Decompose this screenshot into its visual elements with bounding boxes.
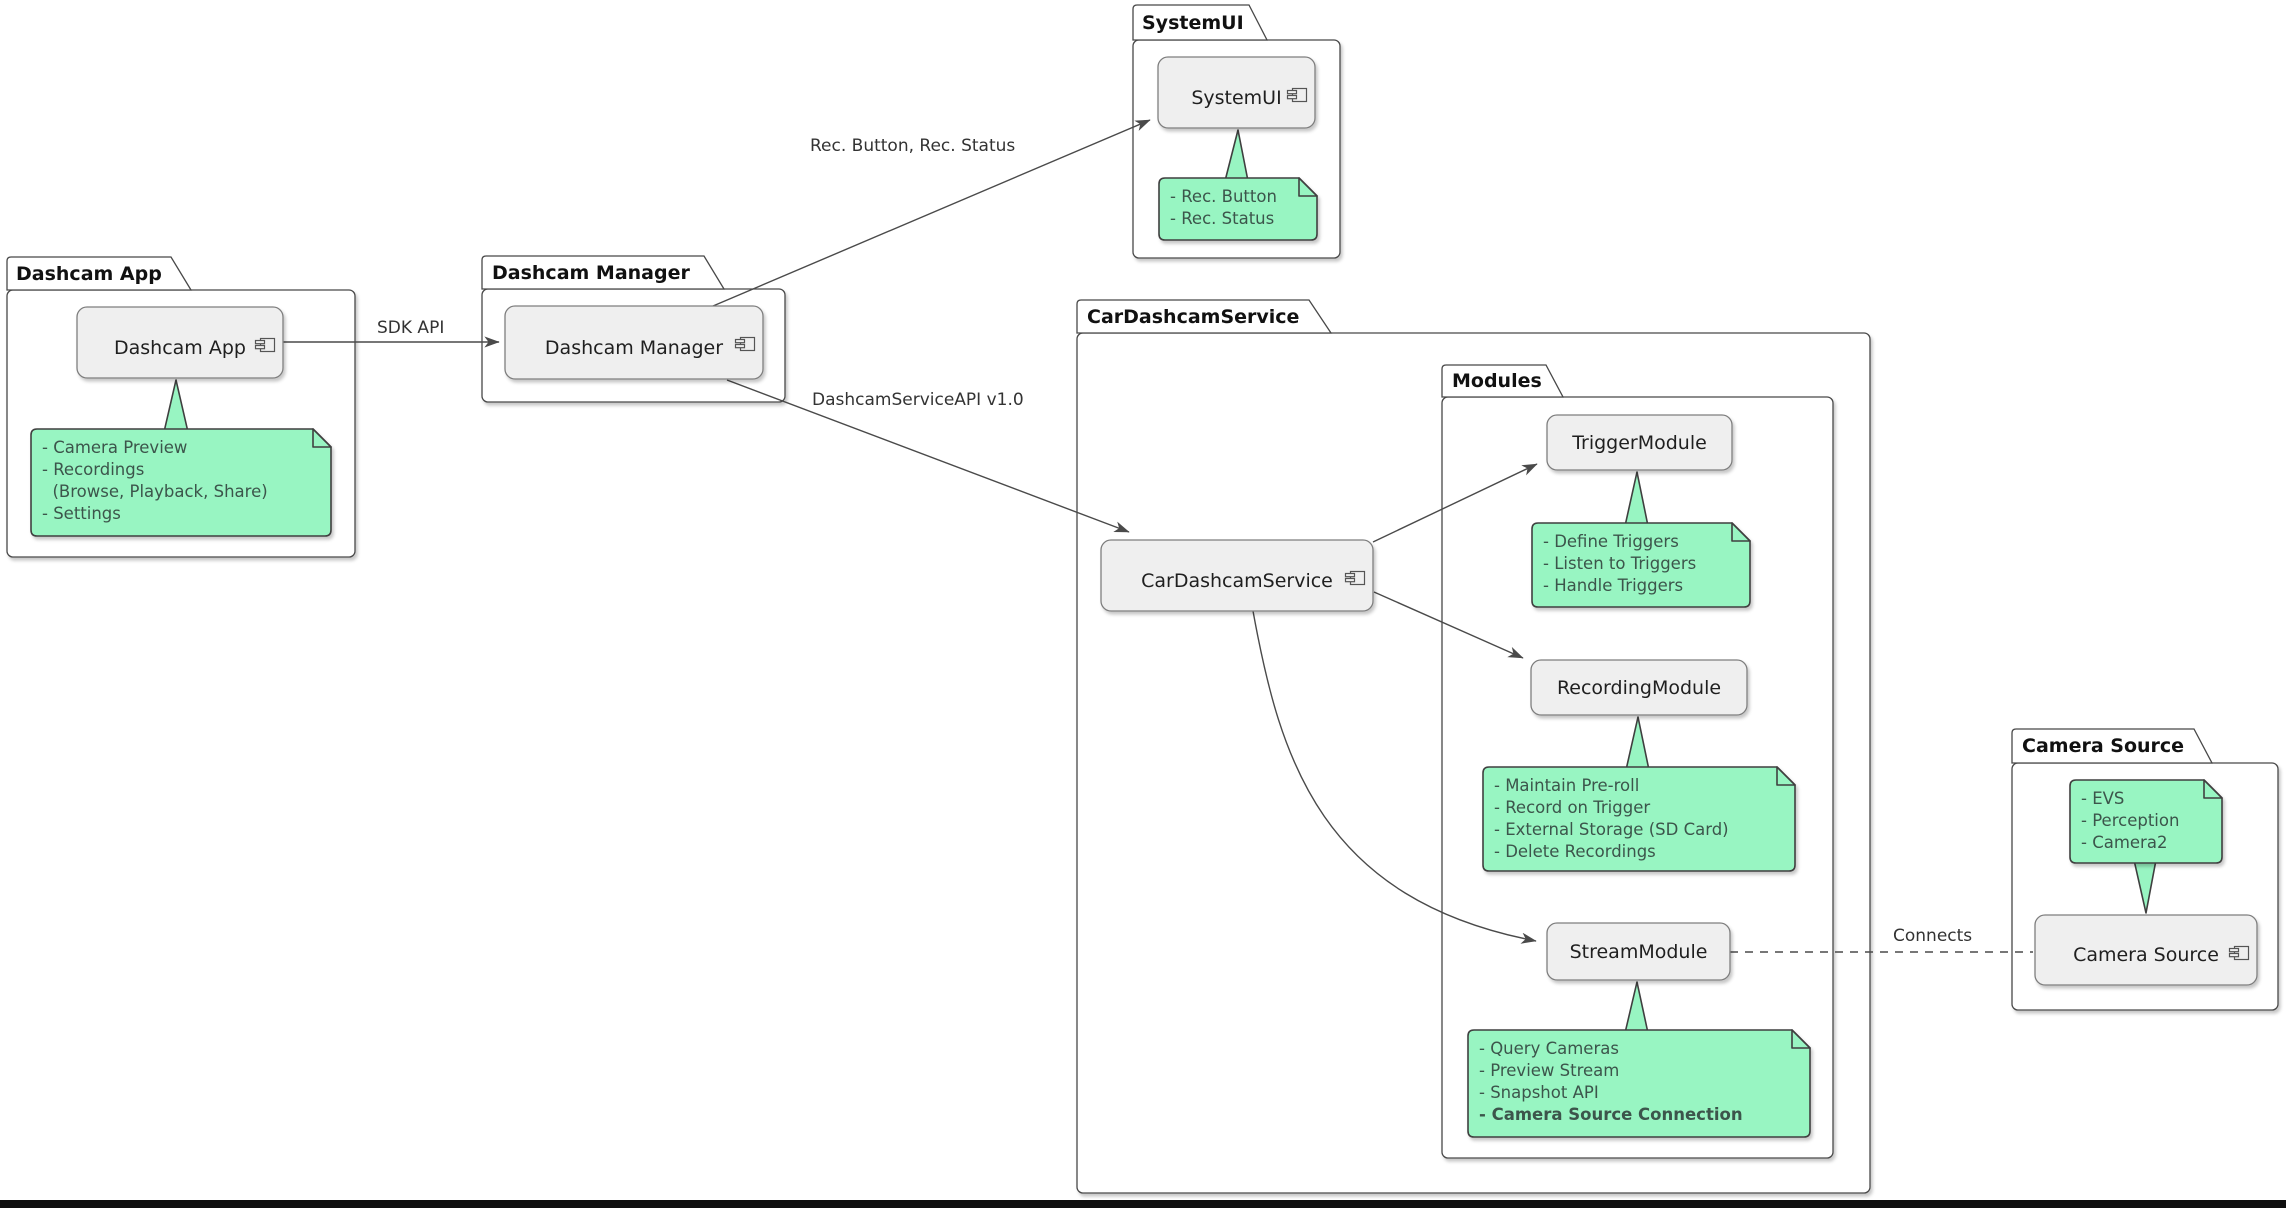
note-line: - Listen to Triggers xyxy=(1543,554,1697,573)
package-title-dashcam-manager: Dashcam Manager xyxy=(492,261,690,284)
edge-to-stream-module xyxy=(1252,610,1537,944)
component-camera-source: Camera Source xyxy=(2035,915,2257,985)
component-dashcam-manager: Dashcam Manager xyxy=(505,306,763,379)
note-line: - Recordings xyxy=(42,460,145,479)
note-line: - EVS xyxy=(2081,789,2125,808)
component-icon xyxy=(698,313,756,379)
note-body-recording xyxy=(1482,766,1796,872)
component-label: Dashcam App xyxy=(114,336,246,359)
note-fold-recording xyxy=(1776,766,1796,786)
edge-dashcam-service-api xyxy=(726,379,1130,533)
component-box-stream-module xyxy=(1546,922,1731,981)
note-line: - Rec. Button xyxy=(1170,187,1277,206)
note-line: - Query Cameras xyxy=(1479,1039,1619,1058)
note-body-systemui xyxy=(1158,177,1318,241)
component-dashcam-app: Dashcam App xyxy=(77,307,283,378)
package-title-dashcam-app: Dashcam App xyxy=(16,262,162,285)
component-recording-module: RecordingModule xyxy=(1531,660,1747,715)
note-recording-module: - Maintain Pre-roll - Record on Trigger … xyxy=(1483,767,1795,871)
note-line: - Handle Triggers xyxy=(1543,576,1684,595)
component-box-cardashcamservice xyxy=(1100,539,1374,612)
note-line: - Camera2 xyxy=(2081,833,2168,852)
component-icon xyxy=(1250,64,1308,130)
component-cardashcamservice: CarDashcamService xyxy=(1101,540,1373,611)
note-fold-trigger xyxy=(1731,522,1751,542)
component-systemui: SystemUI xyxy=(1158,57,1315,128)
package-cardashcamservice-tab xyxy=(1076,299,1333,334)
component-trigger-module: TriggerModule xyxy=(1547,415,1732,470)
edge-to-trigger-module xyxy=(1372,463,1538,543)
component-box-trigger-module xyxy=(1546,414,1733,471)
component-label: StreamModule xyxy=(1569,940,1708,963)
bottom-bar xyxy=(0,1200,2286,1208)
package-modules-tab xyxy=(1441,364,1565,398)
note-line-bold: - Camera Source Connection xyxy=(1479,1105,1743,1124)
note-dashcam-app: - Camera Preview - Recordings (Browse, P… xyxy=(31,429,331,536)
note-line: - Record on Trigger xyxy=(1494,798,1651,817)
note-line: - Settings xyxy=(42,504,121,523)
note-line: - Maintain Pre-roll xyxy=(1494,776,1640,795)
note-line: - Snapshot API xyxy=(1479,1083,1599,1102)
note-body-camera-source xyxy=(2069,779,2223,864)
note-line: - Rec. Status xyxy=(1170,209,1275,228)
component-label: Dashcam Manager xyxy=(544,336,724,359)
component-box-dashcam-app xyxy=(76,306,284,379)
package-dashcam-manager-tab xyxy=(481,255,726,290)
edge-label-rec-button-status: Rec. Button, Rec. Status xyxy=(810,136,1016,156)
note-fold-stream xyxy=(1791,1029,1811,1049)
note-line: - Define Triggers xyxy=(1543,532,1679,551)
component-stream-module: StreamModule xyxy=(1547,923,1730,980)
component-box-systemui xyxy=(1157,56,1316,129)
note-body-stream xyxy=(1467,1029,1811,1138)
package-title-systemui: SystemUI xyxy=(1142,11,1244,34)
note-line: - Delete Recordings xyxy=(1494,842,1656,861)
component-label: CarDashcamService xyxy=(1141,569,1333,592)
note-line: (Browse, Playback, Share) xyxy=(42,482,268,501)
edge-to-recording-module xyxy=(1373,591,1524,659)
component-label: Camera Source xyxy=(2073,944,2219,966)
package-title-camera-source: Camera Source xyxy=(2022,735,2185,757)
note-line: - Camera Preview xyxy=(42,438,188,457)
note-fold-systemui xyxy=(1298,177,1318,197)
package-camera-source-tab xyxy=(2011,728,2214,764)
note-line: - External Storage (SD Card) xyxy=(1494,820,1729,839)
note-trigger-module: - Define Triggers - Listen to Triggers -… xyxy=(1532,523,1750,607)
edge-label-dashcam-service-api: DashcamServiceAPI v1.0 xyxy=(812,390,1024,410)
note-stream-module: - Query Cameras - Preview Stream - Snaps… xyxy=(1468,1030,1810,1137)
note-fold-dashcam-app xyxy=(312,428,332,448)
edge-label-sdk-api: SDK API xyxy=(377,318,445,338)
component-box-dashcam-manager xyxy=(504,305,764,380)
package-title-modules: Modules xyxy=(1452,370,1542,392)
component-icon xyxy=(1308,547,1366,613)
note-line: - Perception xyxy=(2081,811,2180,830)
note-fold-camera-source xyxy=(2203,779,2223,799)
package-systemui-tab xyxy=(1132,4,1269,41)
component-icon xyxy=(2192,922,2250,988)
edge-label-connects: Connects xyxy=(1893,926,1973,946)
component-box-camera-source xyxy=(2034,914,2258,986)
note-camera-source: - EVS - Perception - Camera2 xyxy=(2070,780,2222,863)
component-box-recording-module xyxy=(1530,659,1748,716)
component-label: SystemUI xyxy=(1191,86,1282,109)
edge-rec-button-status xyxy=(712,119,1151,307)
note-body-trigger xyxy=(1531,522,1751,608)
package-dashcam-app-tab xyxy=(6,256,193,291)
component-icon xyxy=(218,314,276,380)
note-systemui: - Rec. Button - Rec. Status xyxy=(1159,178,1317,240)
component-label: TriggerModule xyxy=(1572,431,1707,454)
package-title-cardashcamservice: CarDashcamService xyxy=(1087,305,1300,328)
note-body-dashcam-app xyxy=(30,428,332,537)
note-line: - Preview Stream xyxy=(1479,1061,1620,1080)
component-label: RecordingModule xyxy=(1556,676,1722,699)
